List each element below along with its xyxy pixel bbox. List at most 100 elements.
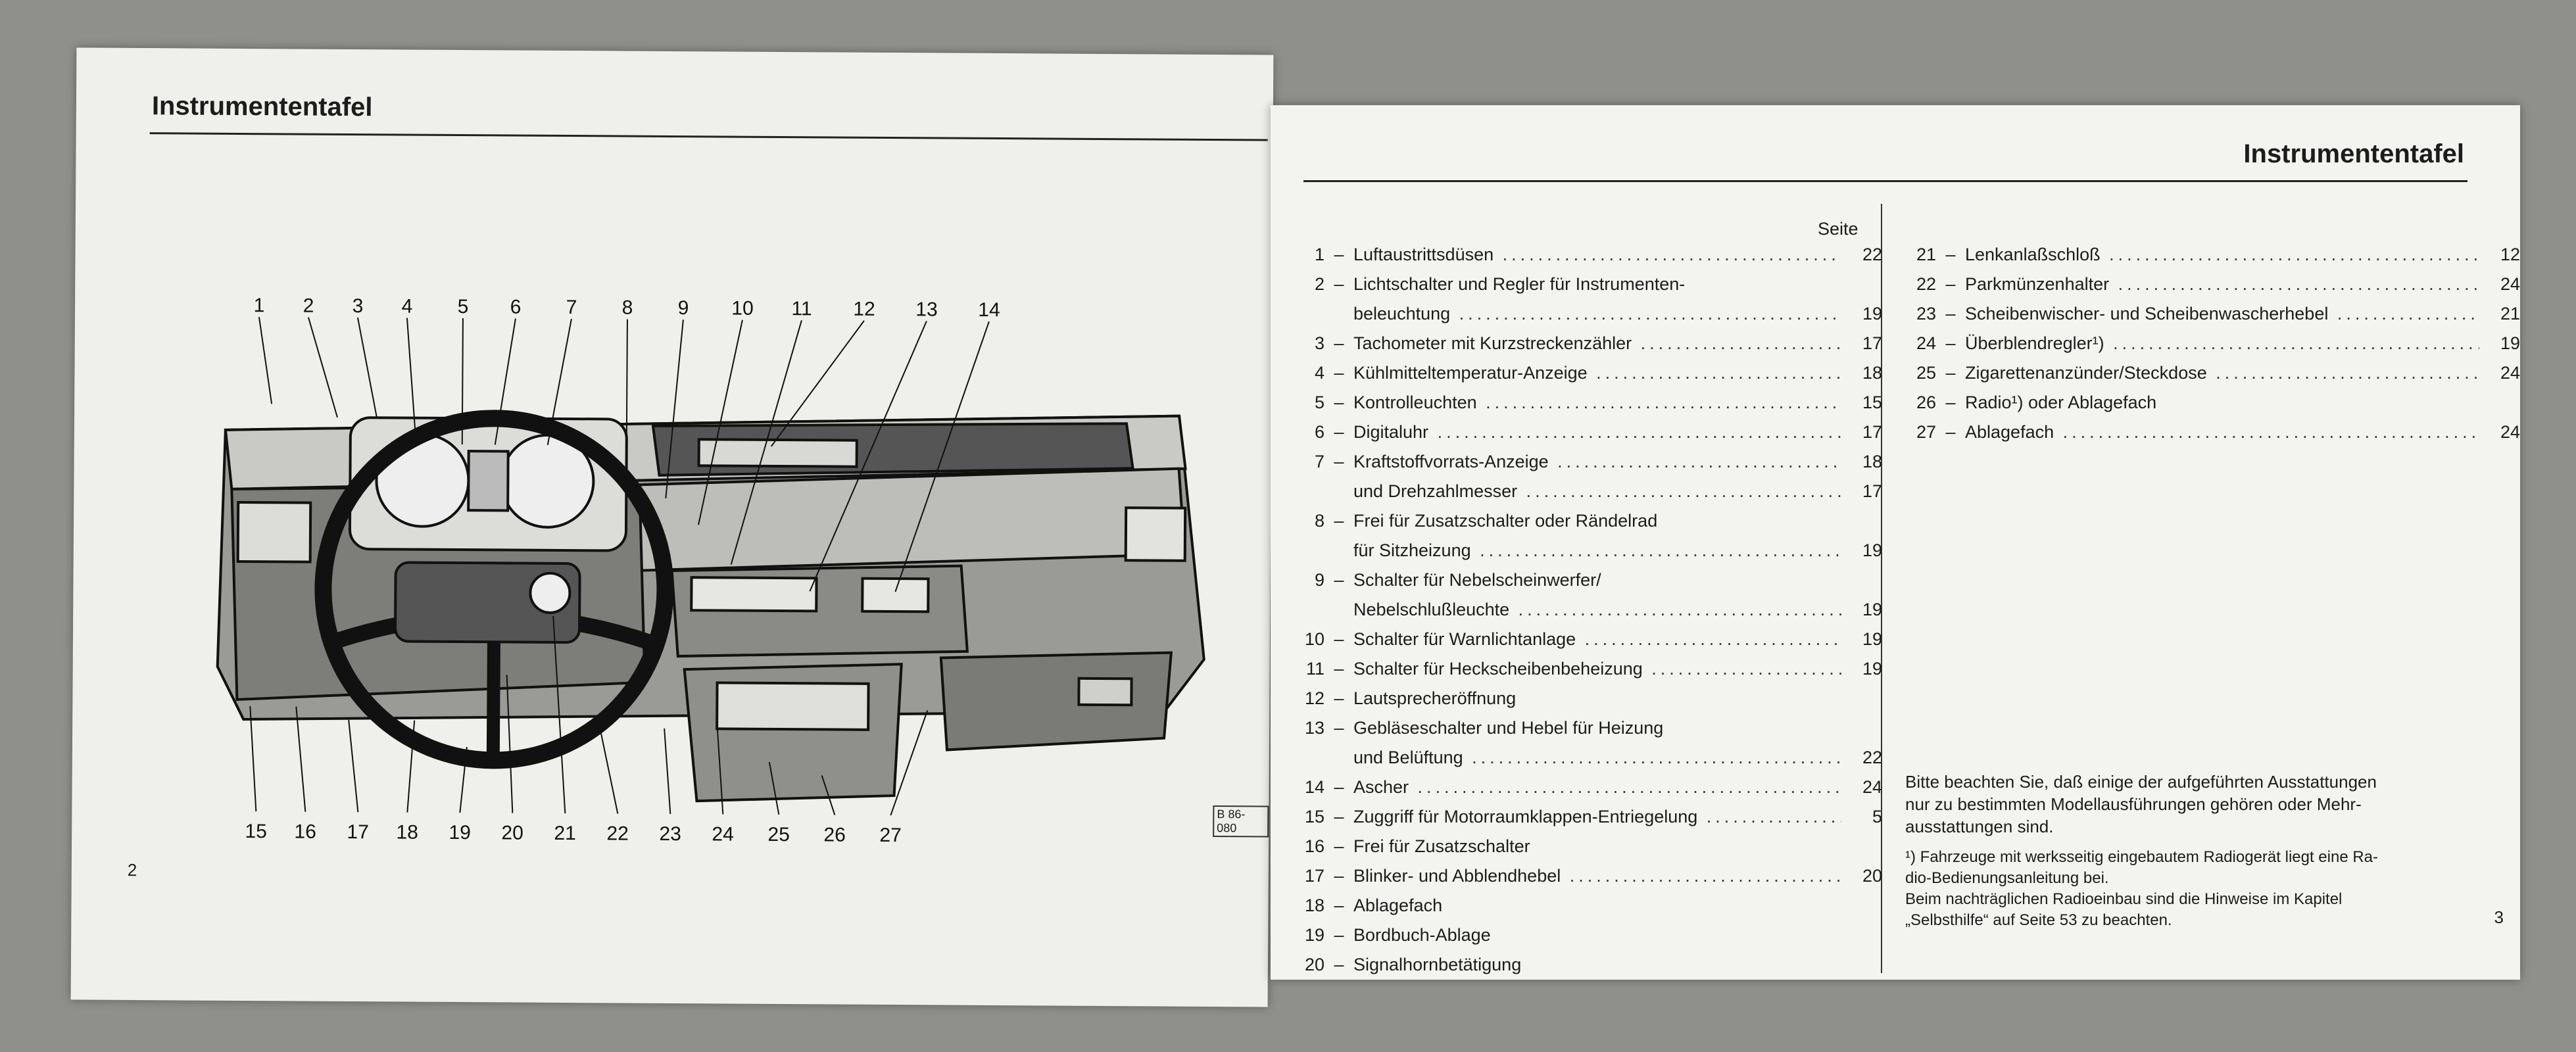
- entry-number: 25: [1916, 363, 1936, 383]
- entry-number: [1290, 743, 1324, 773]
- entry-page: 15: [1862, 393, 1882, 412]
- dot-leader: ........................................…: [1557, 452, 1841, 471]
- entry-text: und Belüftung ..........................…: [1353, 743, 1841, 773]
- entry-page: [1841, 506, 1882, 536]
- entry-dash: –: [1334, 925, 1344, 945]
- index-entry: 8–Frei für Zusatzschalter oder Rändelrad: [1290, 506, 1882, 536]
- entry-number: 20: [1304, 955, 1324, 974]
- callout-23: 23: [659, 823, 681, 845]
- callout-18: 18: [396, 821, 418, 843]
- entry-text: Zuggriff für Motorraumklappen-Entriegelu…: [1353, 802, 1841, 832]
- dot-leader: ........................................…: [1472, 748, 1841, 767]
- entry-text: Kühlmitteltemperatur-Anzeige ...........…: [1353, 358, 1841, 388]
- index-entry: 23–Scheibenwischer- und Scheibenwascherh…: [1902, 299, 2520, 329]
- entry-page: 19: [1862, 540, 1882, 560]
- entry-text: Lenkanlaßschloß ........................…: [1965, 240, 2479, 270]
- entry-text: für Sitzheizung ........................…: [1353, 536, 1841, 565]
- entry-dash: –: [1334, 333, 1344, 353]
- entry-number: [1290, 299, 1324, 329]
- radio-footnote: ¹) Fahrzeuge mit werksseitig eingebautem…: [1905, 847, 2378, 931]
- index-entry: 4–Kühlmitteltemperatur-Anzeige .........…: [1290, 358, 1882, 388]
- entry-dash: [1324, 536, 1353, 565]
- entry-dash: [1324, 743, 1353, 773]
- entry-dash: –: [1334, 363, 1344, 383]
- entry-dash: –: [1334, 777, 1344, 797]
- callout-11: 11: [791, 298, 812, 320]
- index-entry: 2–Lichtschalter und Regler für Instrumen…: [1290, 270, 1882, 299]
- dot-leader: ........................................…: [1651, 659, 1841, 679]
- entry-dash: –: [1334, 245, 1344, 264]
- callout-16: 16: [294, 821, 316, 842]
- entry-text: Blinker- und Abblendhebel ..............…: [1353, 861, 1841, 891]
- entry-dash: –: [1945, 274, 1956, 294]
- dot-leader: ........................................…: [2337, 304, 2479, 323]
- entry-dash: –: [1334, 836, 1344, 856]
- entry-page: 12: [2500, 245, 2520, 264]
- index-entry: und Drehzahlmesser .....................…: [1290, 477, 1882, 506]
- entry-text: Luftaustrittsdüsen .....................…: [1353, 240, 1841, 270]
- entry-number: 24: [1916, 333, 1936, 353]
- entry-dash: [1324, 477, 1353, 506]
- entry-dash: –: [1334, 659, 1344, 679]
- entry-page: 17: [1862, 481, 1882, 501]
- entry-page: 22: [1862, 748, 1882, 767]
- entry-dash: –: [1334, 955, 1344, 974]
- callout-lines: [249, 317, 990, 816]
- entry-text: beleuchtung ............................…: [1353, 299, 1841, 329]
- entry-text: Schalter für Heckscheibenbeheizung .....…: [1353, 654, 1841, 684]
- dot-leader: ........................................…: [2118, 274, 2479, 294]
- entry-number: 13: [1304, 718, 1324, 738]
- callout-27: 27: [879, 825, 902, 846]
- entry-text: Gebläseschalter und Hebel für Heizung: [1353, 718, 1664, 738]
- index-entry: 14–Ascher ..............................…: [1290, 773, 1882, 802]
- entry-number: 17: [1304, 866, 1324, 886]
- page-title-right: Instrumententafel: [2243, 139, 2464, 168]
- entry-dash: –: [1334, 896, 1344, 915]
- entry-text: Kontrolleuchten ........................…: [1353, 388, 1841, 418]
- entry-page: 24: [2500, 363, 2520, 383]
- text-line: Bitte beachten Sie, daß einige der aufge…: [1905, 772, 2377, 792]
- entry-number: 22: [1916, 274, 1936, 294]
- entry-number: 7: [1314, 452, 1324, 471]
- index-entry: 6–Digitaluhr ...........................…: [1290, 418, 1882, 447]
- index-entry: 20–Signalhornbetätigung: [1290, 950, 1882, 980]
- right-page: Instrumententafel Seite 1–Luftaustrittsd…: [1271, 105, 2520, 980]
- entry-number: 5: [1314, 393, 1324, 412]
- entry-page: 18: [1862, 452, 1882, 471]
- entry-text: Lichtschalter und Regler für Instrumente…: [1353, 274, 1686, 294]
- entry-text: Zigarettenanzünder/Steckdose ...........…: [1965, 358, 2479, 388]
- entry-number: 11: [1305, 659, 1324, 679]
- index-entry: 1–Luftaustrittsdüsen ...................…: [1290, 240, 1882, 270]
- callout-19: 19: [449, 822, 471, 844]
- entry-page: 17: [1862, 333, 1882, 353]
- dot-leader: ........................................…: [1584, 629, 1841, 649]
- index-list-left: 1–Luftaustrittsdüsen ...................…: [1290, 240, 1882, 980]
- entry-number: 19: [1304, 925, 1324, 945]
- entry-text: Überblendregler¹) ......................…: [1965, 329, 2479, 358]
- entry-page: 24: [1862, 777, 1882, 797]
- dot-leader: ........................................…: [1459, 304, 1841, 323]
- callout-17: 17: [347, 821, 369, 843]
- callout-21: 21: [554, 823, 576, 844]
- entry-page: 19: [2500, 333, 2520, 353]
- column-divider: [1881, 204, 1882, 973]
- entry-number: 2: [1314, 274, 1324, 294]
- entry-dash: –: [1945, 245, 1956, 264]
- dot-leader: ........................................…: [1417, 777, 1841, 797]
- entry-dash: –: [1334, 422, 1344, 442]
- dot-leader: ........................................…: [1526, 481, 1841, 501]
- entry-text: Lautsprecheröffnung: [1353, 688, 1517, 708]
- dashboard-drawing: [216, 410, 1205, 803]
- entry-dash: [1324, 595, 1353, 625]
- callout-1: 1: [254, 295, 265, 316]
- entry-page: [1841, 684, 1882, 713]
- seite-label: Seite: [1818, 219, 1859, 239]
- entry-dash: –: [1945, 333, 1956, 353]
- dot-leader: ........................................…: [2062, 422, 2479, 442]
- dot-leader: ........................................…: [2113, 333, 2479, 353]
- entry-dash: –: [1945, 393, 1956, 412]
- left-page: Instrumententafel: [70, 47, 1274, 1007]
- callout-10: 10: [731, 298, 754, 320]
